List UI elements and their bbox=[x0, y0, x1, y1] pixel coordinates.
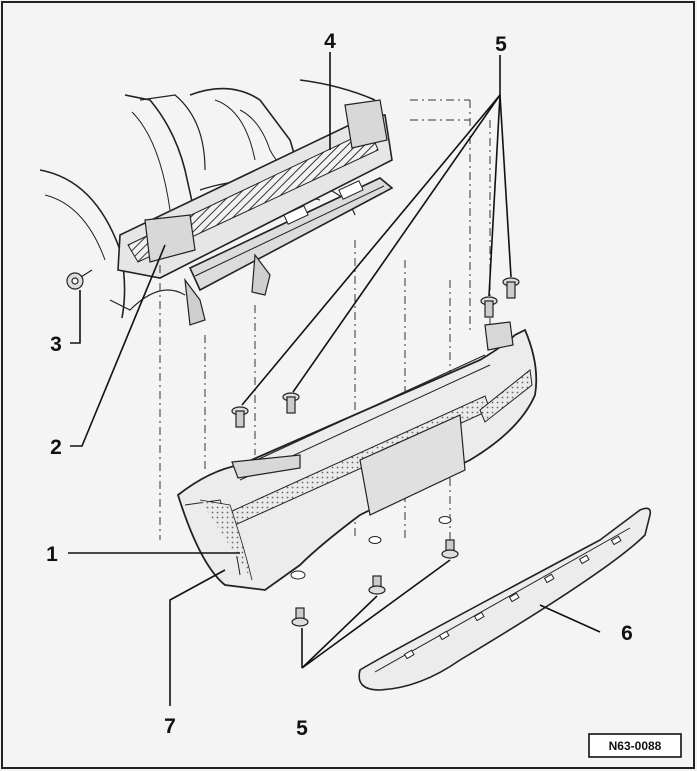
callout-5-bottom: 5 bbox=[296, 717, 308, 740]
bumper-carrier bbox=[117, 99, 393, 279]
callout-3: 3 bbox=[50, 333, 62, 356]
screw-mid-left bbox=[231, 406, 249, 428]
reference-code: N63-0088 bbox=[609, 739, 662, 753]
screw-bottom-a bbox=[291, 607, 309, 627]
callout-labels: 1 2 3 4 5 5 6 7 bbox=[46, 30, 633, 740]
screw-top-right-a bbox=[480, 296, 498, 318]
lower-trim-strip bbox=[358, 507, 652, 691]
screw-3 bbox=[66, 269, 93, 290]
callout-1: 1 bbox=[46, 543, 58, 566]
callout-5-top: 5 bbox=[495, 33, 507, 56]
leader-lines bbox=[68, 52, 601, 706]
callout-6: 6 bbox=[621, 622, 633, 645]
screw-mid-center bbox=[282, 392, 300, 414]
screws bbox=[66, 269, 520, 627]
reference-code-box: N63-0088 bbox=[588, 733, 682, 758]
bumper-cover bbox=[176, 321, 538, 591]
bumper-reinforcement bbox=[184, 177, 394, 326]
screw-bottom-c bbox=[441, 539, 459, 559]
callout-2: 2 bbox=[50, 436, 62, 459]
callout-7: 7 bbox=[164, 715, 176, 738]
callout-4: 4 bbox=[324, 30, 336, 53]
screw-bottom-b bbox=[368, 575, 386, 595]
screw-top-right-b bbox=[502, 277, 520, 299]
